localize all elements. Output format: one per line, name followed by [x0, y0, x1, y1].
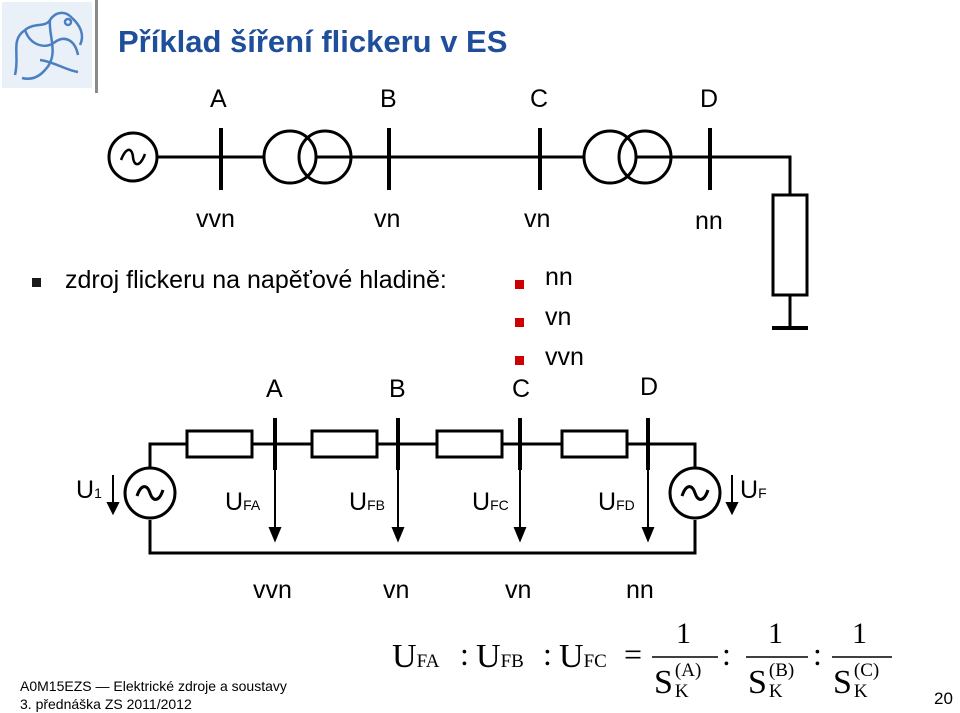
- label-ufd: UFD: [598, 488, 635, 516]
- formula-denominator-c: S(C)K: [833, 660, 880, 702]
- formula-u-fb: UFB: [476, 638, 524, 675]
- bottom-impedance-2: [310, 429, 379, 459]
- page-number: 20: [934, 689, 953, 708]
- label-ufb: UFB: [349, 488, 385, 516]
- top-bus-label-a: A: [210, 85, 227, 113]
- formula-denominator-b: S(B)K: [748, 660, 795, 702]
- top-load-resistor: [771, 193, 809, 297]
- option-vvn: vvn: [545, 343, 584, 371]
- formula-equals: =: [624, 636, 643, 672]
- bottom-impedance-3: [435, 429, 504, 459]
- top-bus-label-c: C: [530, 85, 549, 113]
- footer-course: A0M15EZS — Elektrické zdroje a soustavy: [20, 678, 287, 694]
- bottom-impedance-1: [185, 429, 254, 459]
- bottom-bus-label-d: D: [640, 373, 659, 401]
- option-marker-nn: [515, 280, 524, 289]
- top-transformer-2-secondary: [617, 129, 673, 185]
- label-u1: U1: [76, 476, 102, 504]
- formula-colon-3: :: [722, 636, 731, 672]
- university-lion-logo: [2, 2, 92, 88]
- top-level-label-4: nn: [695, 207, 723, 235]
- formula-denominator-a: S(A)K: [654, 660, 702, 702]
- bottom-level-label-1: vvn: [253, 576, 292, 604]
- bottom-bus-label-c: C: [512, 375, 531, 403]
- bullet-marker: [32, 278, 41, 287]
- top-bus-label-b: B: [380, 85, 397, 113]
- formula-numerator-b: 1: [768, 617, 783, 650]
- bottom-bus-label-a: A: [266, 375, 283, 403]
- option-marker-vn: [515, 318, 524, 327]
- slide-title: Příklad šíření flickeru v ES: [118, 24, 508, 59]
- top-transformer-1-secondary: [297, 129, 353, 185]
- bottom-level-label-3: vn: [505, 576, 532, 604]
- header-divider: [95, 0, 98, 93]
- top-level-label-3: vn: [524, 205, 551, 233]
- footer-lecture: 3. přednáška ZS 2011/2012: [20, 696, 192, 712]
- option-vn: vn: [545, 303, 572, 331]
- label-ufc: UFC: [472, 488, 509, 516]
- formula-numerator-a: 1: [676, 617, 691, 650]
- formula-u-fa: UFA: [392, 638, 440, 675]
- formula-colon-1: :: [460, 636, 469, 672]
- bottom-impedance-4: [560, 429, 629, 459]
- top-level-label-1: vvn: [196, 205, 235, 233]
- option-marker-vvn: [515, 356, 524, 365]
- formula-u-fc: UFC: [559, 638, 607, 675]
- bottom-level-label-4: nn: [626, 576, 654, 604]
- formula-colon-2: :: [543, 636, 552, 672]
- formula-colon-4: :: [813, 636, 822, 672]
- bullet-text: zdroj flickeru na napěťové hladině:: [65, 266, 447, 294]
- bottom-lower-line: [148, 520, 697, 555]
- top-level-label-2: vn: [374, 205, 401, 233]
- label-ufa: UFA: [225, 488, 261, 516]
- label-uf: UF: [740, 476, 767, 504]
- formula-numerator-c: 1: [852, 617, 867, 650]
- bottom-level-label-2: vn: [383, 576, 410, 604]
- bottom-bus-label-b: B: [389, 375, 406, 403]
- option-nn: nn: [545, 263, 573, 291]
- top-bus-label-d: D: [700, 85, 719, 113]
